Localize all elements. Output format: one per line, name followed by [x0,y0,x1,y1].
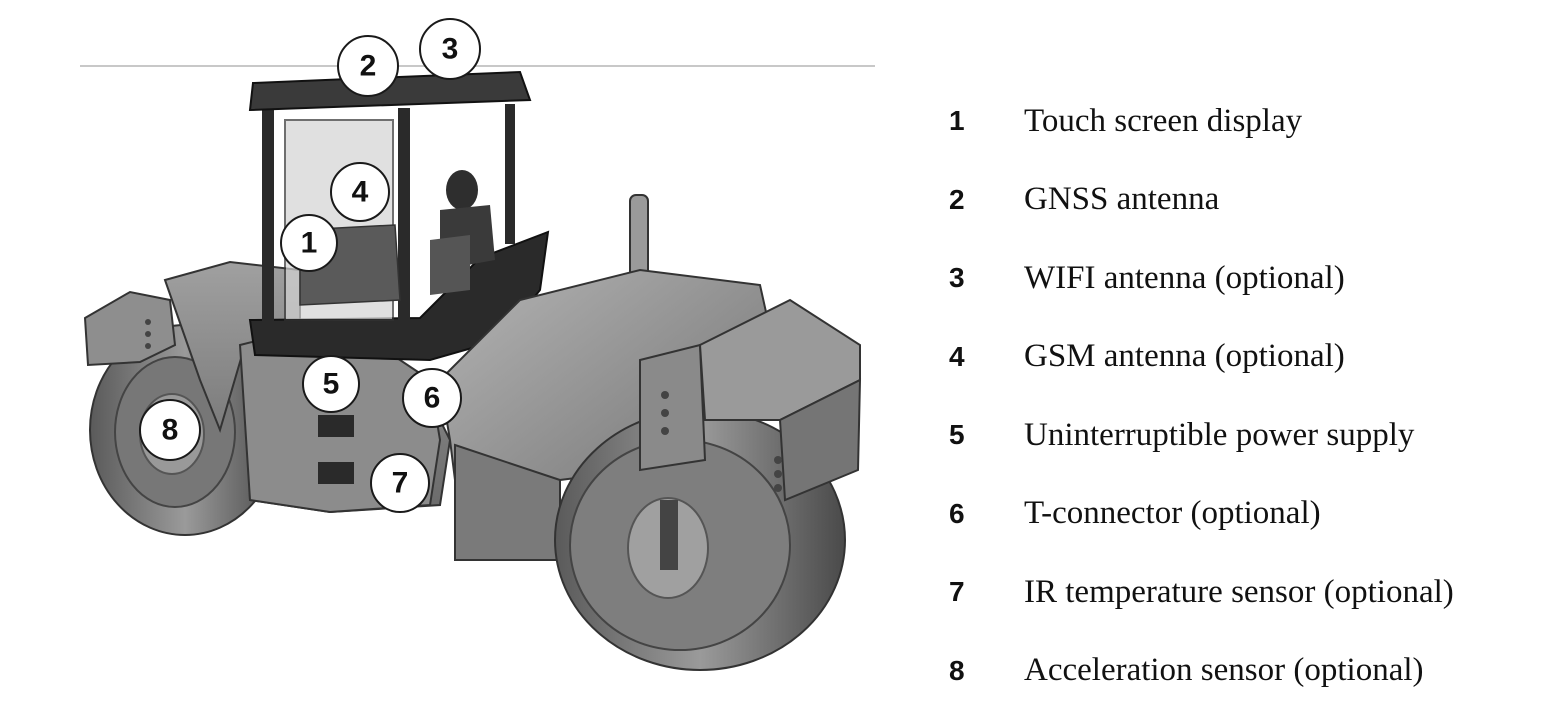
cab-base [248,230,550,362]
component-legend: 1 Touch screen display 2 GNSS antenna 3 … [945,82,1535,710]
legend-number: 8 [949,654,965,686]
callout-marker-1: 1 [280,214,338,272]
svg-text:5: 5 [323,368,340,401]
rear-frame-plate [83,290,177,367]
callout-marker-2: 2 [337,35,399,97]
front-frame-plate [639,343,707,472]
svg-text:7: 7 [392,467,409,500]
legend-label: Acceleration sensor (optional) [1024,652,1424,689]
svg-text:6: 6 [424,382,441,415]
legend-label: Uninterruptible power supply [1024,416,1415,453]
legend-number: 6 [949,497,965,529]
callout-marker-4: 4 [330,162,390,222]
callout-marker-5: 5 [302,355,360,413]
legend-number: 1 [949,105,965,137]
svg-text:8: 8 [162,414,179,447]
legend-number: 7 [949,576,965,608]
legend-label: T-connector (optional) [1024,495,1321,532]
legend-number: 4 [949,340,965,372]
legend-item-7: 7 IR temperature sensor (optional) [945,553,1535,632]
callout-marker-3: 3 [419,18,481,80]
svg-text:3: 3 [442,33,459,66]
callout-marker-8: 8 [139,399,201,461]
front-drum [554,409,846,671]
legend-item-6: 6 T-connector (optional) [945,475,1535,554]
legend-item-3: 3 WIFI antenna (optional) [945,239,1535,318]
legend-item-5: 5 Uninterruptible power supply [945,396,1535,475]
svg-text:1: 1 [301,227,318,260]
legend-number: 5 [949,419,965,451]
legend-label: GNSS antenna [1024,181,1220,218]
legend-item-2: 2 GNSS antenna [945,161,1535,240]
legend-label: Touch screen display [1024,102,1303,139]
svg-text:4: 4 [352,176,369,209]
legend-label: WIFI antenna (optional) [1024,259,1345,296]
operator-seat [430,170,495,295]
callout-marker-7: 7 [370,453,430,513]
legend-label: IR temperature sensor (optional) [1024,573,1454,610]
legend-item-1: 1 Touch screen display [945,82,1535,161]
legend-item-8: 8 Acceleration sensor (optional) [945,632,1535,711]
svg-text:2: 2 [360,50,377,83]
road-roller-illustration: 1 2 3 4 5 6 7 8 [80,18,875,671]
legend-label: GSM antenna (optional) [1024,338,1345,375]
legend-number: 3 [949,262,965,294]
legend-item-4: 4 GSM antenna (optional) [945,318,1535,397]
callout-marker-6: 6 [402,368,462,428]
legend-number: 2 [949,183,965,215]
